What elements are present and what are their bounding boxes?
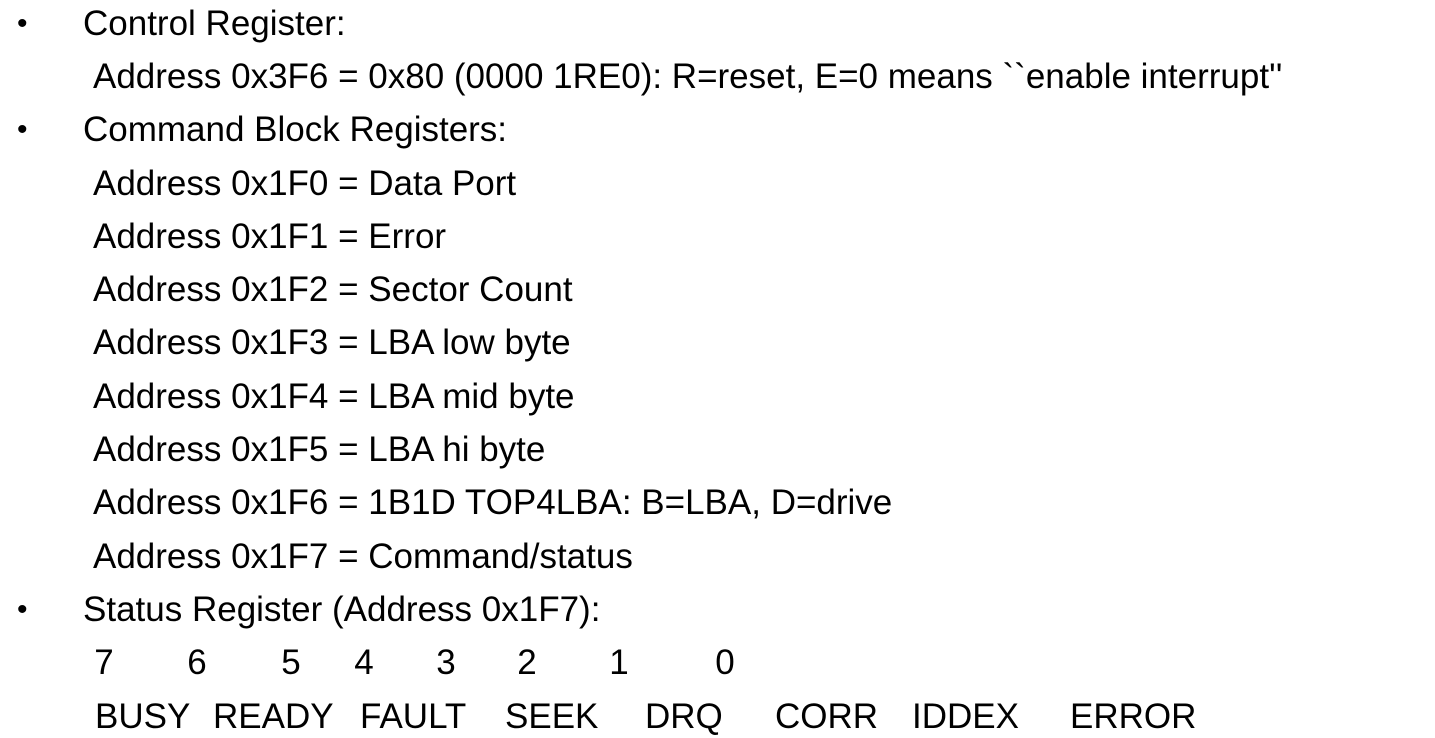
section-title-command-block: Command Block Registers: [83, 110, 508, 150]
flag-label-fault: FAULT [360, 696, 467, 736]
bullet-icon: • [17, 6, 28, 40]
bit-number-6: 6 [187, 643, 207, 683]
bit-number-1: 1 [609, 643, 629, 683]
bit-number-5: 5 [281, 643, 301, 683]
register-line-0x1f2: Address 0x1F2 = Sector Count [93, 270, 573, 310]
section-title-status-register: Status Register (Address 0x1F7): [83, 589, 601, 629]
flag-label-corr: CORR [775, 696, 879, 736]
line-control-register-detail: Address 0x3F6 = 0x80 (0000 1RE0): R=rese… [0, 50, 1435, 103]
bullet-icon: • [17, 592, 28, 626]
flag-label-busy: BUSY [95, 696, 191, 736]
register-line-0x1f0: Address 0x1F0 = Data Port [93, 163, 517, 203]
bullet-icon: • [17, 113, 28, 147]
register-line-0x1f1: Address 0x1F1 = Error [93, 216, 447, 256]
line-register-0x1f5: Address 0x1F5 = LBA hi byte [0, 423, 1435, 476]
line-register-0x1f4: Address 0x1F4 = LBA mid byte [0, 370, 1435, 423]
flag-label-iddex: IDDEX [912, 696, 1019, 736]
line-status-register-title: • Status Register (Address 0x1F7): [0, 583, 1435, 636]
register-line-0x1f5: Address 0x1F5 = LBA hi byte [93, 430, 546, 470]
flag-label-ready: READY [213, 696, 334, 736]
register-line-0x1f3: Address 0x1F3 = LBA low byte [93, 323, 571, 363]
register-line-0x1f6: Address 0x1F6 = 1B1D TOP4LBA: B=LBA, D=d… [93, 483, 893, 523]
register-line-0x1f7: Address 0x1F7 = Command/status [93, 536, 633, 576]
section-title-control-register: Control Register: [83, 3, 346, 43]
line-command-block-title: • Command Block Registers: [0, 104, 1435, 157]
flag-label-seek: SEEK [505, 696, 599, 736]
status-flag-labels-row: BUSY READY FAULT SEEK DRQ CORR IDDEX ERR… [0, 690, 1435, 738]
flag-label-drq: DRQ [645, 696, 723, 736]
bit-number-2: 2 [517, 643, 537, 683]
bit-number-3: 3 [436, 643, 456, 683]
register-line-0x1f4: Address 0x1F4 = LBA mid byte [93, 376, 575, 416]
bit-number-0: 0 [715, 643, 735, 683]
line-control-register-title: • Control Register: [0, 0, 1435, 50]
flag-label-error: ERROR [1070, 696, 1197, 736]
status-bit-numbers-row: 7 6 5 4 3 2 1 0 [0, 637, 1435, 690]
line-register-0x1f2: Address 0x1F2 = Sector Count [0, 263, 1435, 316]
bit-number-4: 4 [354, 643, 374, 683]
line-register-0x1f7: Address 0x1F7 = Command/status [0, 530, 1435, 583]
line-register-0x1f3: Address 0x1F3 = LBA low byte [0, 317, 1435, 370]
bit-number-7: 7 [94, 643, 114, 683]
line-register-0x1f6: Address 0x1F6 = 1B1D TOP4LBA: B=LBA, D=d… [0, 477, 1435, 530]
line-register-0x1f1: Address 0x1F1 = Error [0, 210, 1435, 263]
line-register-0x1f0: Address 0x1F0 = Data Port [0, 157, 1435, 210]
register-line-0x3f6: Address 0x3F6 = 0x80 (0000 1RE0): R=rese… [93, 56, 1283, 96]
